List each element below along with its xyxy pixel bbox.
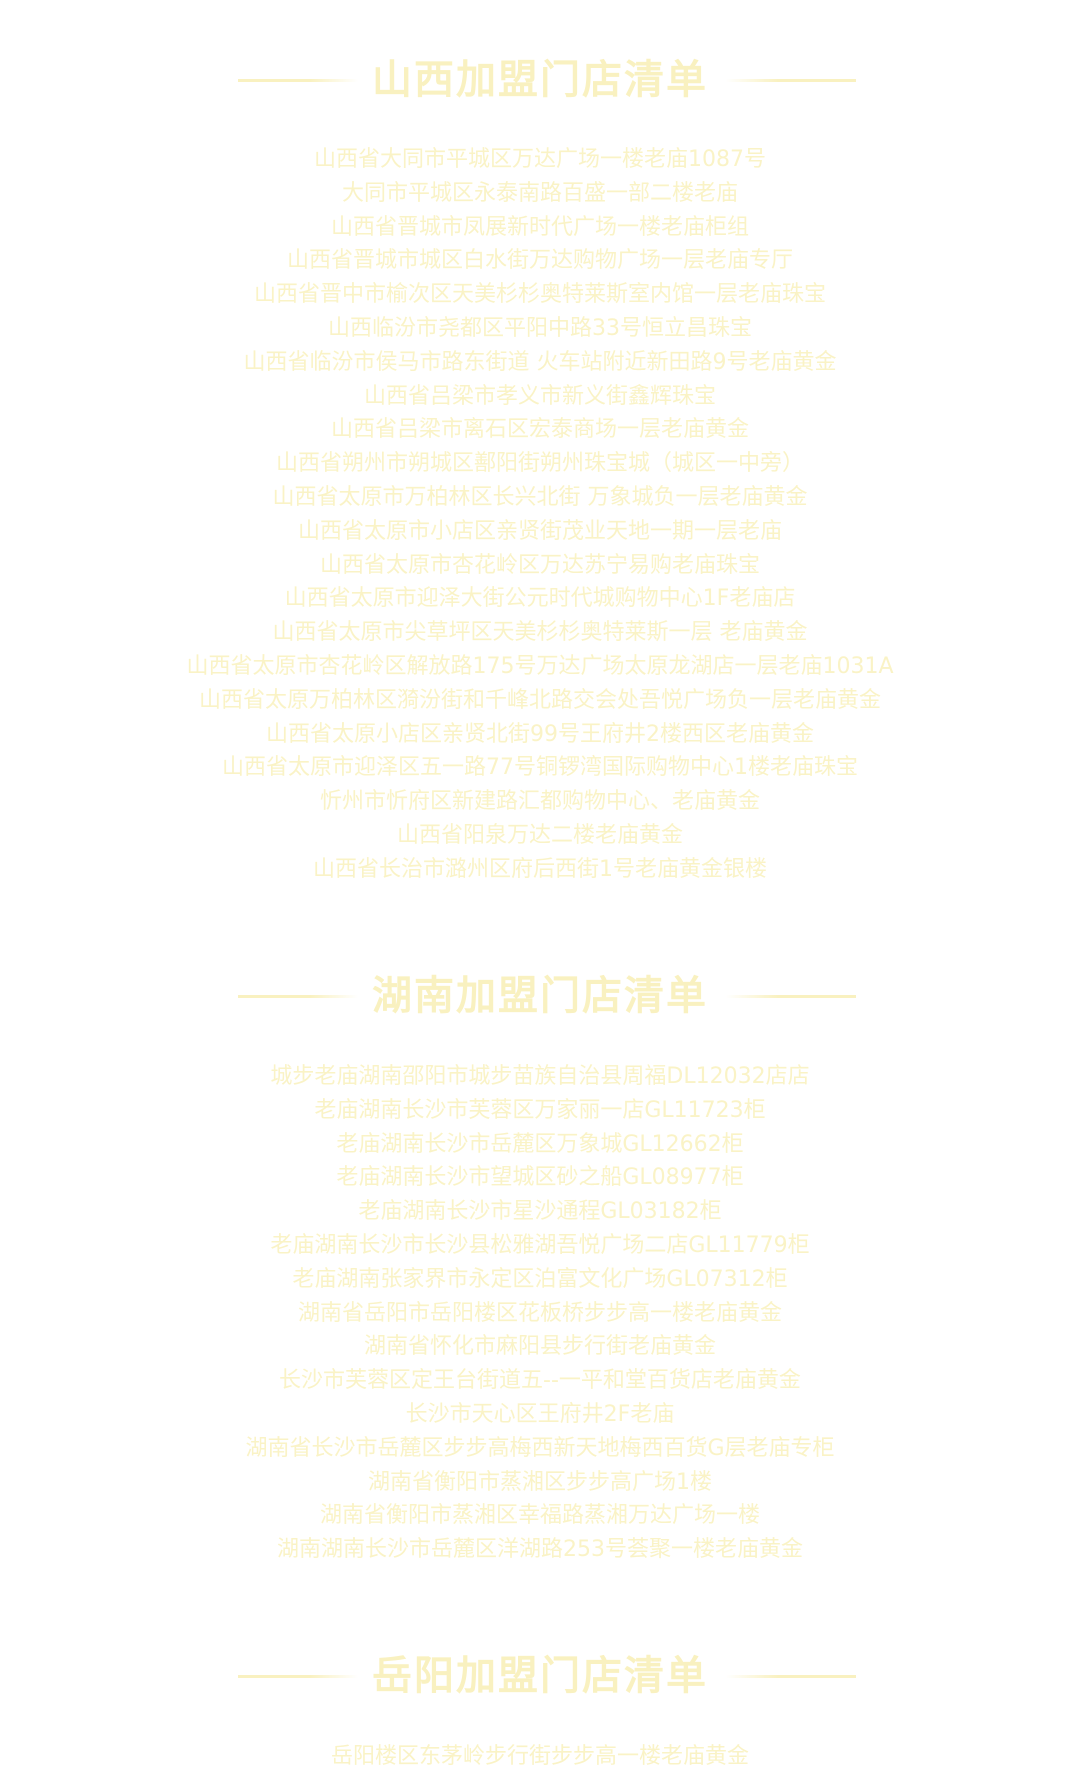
store-list: 岳阳楼区东茅岭步行街步步高一楼老庙黄金 <box>0 1740 1080 1774</box>
title-divider-left <box>238 1675 358 1678</box>
store-address: 山西省太原市迎泽大街公元时代城购物中心1F老庙店 <box>284 586 796 612</box>
store-address: 山西省晋中市榆次区天美杉杉奥特莱斯室内馆一层老庙珠宝 <box>253 282 826 308</box>
store-address: 岳阳楼区东茅岭步行街步步高一楼老庙黄金 <box>330 1744 749 1769</box>
store-address: 湖南湖南长沙市岳麓区洋湖路253号荟聚一楼老庙黄金 <box>277 1537 803 1563</box>
section-shanxi: 山西加盟门店清单 山西省大同市平城区万达广场一楼老庙1087号大同市平城区永泰南… <box>0 55 1080 882</box>
store-address: 山西省吕梁市离石区宏泰商场一层老庙黄金 <box>330 417 749 443</box>
store-address: 山西省太原市小店区亲贤街茂业天地一期一层老庙 <box>297 518 782 544</box>
store-address: 山西省晋城市城区白水街万达购物广场一层老庙专厅 <box>286 248 793 274</box>
title-divider-left <box>238 79 358 82</box>
title-divider-right <box>726 79 856 82</box>
store-address: 长沙市芙蓉区定王台街道五--一平和堂百货店老庙黄金 <box>279 1368 801 1394</box>
section-yueyang: 岳阳加盟门店清单 岳阳楼区东茅岭步行街步步高一楼老庙黄金 <box>0 1651 1080 1769</box>
store-address: 湖南省衡阳市蒸湘区幸福路蒸湘万达广场一楼 <box>319 1503 760 1529</box>
store-address: 山西省阳泉万达二楼老庙黄金 <box>396 822 683 848</box>
store-address: 山西省太原市迎泽区五一路77号铜锣湾国际购物中心1楼老庙珠宝 <box>222 755 858 781</box>
store-address: 湖南省岳阳市岳阳楼区花板桥步步高一楼老庙黄金 <box>297 1300 782 1326</box>
section-header: 湖南加盟门店清单 <box>0 971 1080 1021</box>
section-hunan: 湖南加盟门店清单 城步老庙湖南邵阳市城步苗族自治县周福DL12032店店老庙湖南… <box>0 971 1080 1562</box>
store-address: 老庙湖南张家界市永定区泊富文化广场GL07312柜 <box>292 1266 788 1292</box>
store-address: 老庙湖南长沙市芙蓉区万家丽一店GL11723柜 <box>314 1097 766 1123</box>
section-header: 岳阳加盟门店清单 <box>0 1651 1080 1701</box>
section-title: 湖南加盟门店清单 <box>372 973 708 1019</box>
section-title: 岳阳加盟门店清单 <box>372 1653 708 1699</box>
store-address: 山西省太原市万柏林区长兴北街 万象城负一层老庙黄金 <box>272 484 808 510</box>
store-list: 城步老庙湖南邵阳市城步苗族自治县周福DL12032店店老庙湖南长沙市芙蓉区万家丽… <box>0 1060 1080 1567</box>
store-address: 山西省朔州市朔城区鄯阳街朔州珠宝城（城区一中旁） <box>275 451 804 477</box>
store-address: 湖南省怀化市麻阳县步行街老庙黄金 <box>363 1334 716 1360</box>
store-address: 老庙湖南长沙市望城区砂之船GL08977柜 <box>336 1165 744 1191</box>
store-address: 山西省太原市尖草坪区天美杉杉奥特莱斯一层 老庙黄金 <box>272 620 808 646</box>
store-address: 长沙市天心区王府井2F老庙 <box>405 1401 675 1427</box>
store-address: 山西临汾市尧都区平阳中路33号恒立昌珠宝 <box>328 315 752 341</box>
store-address: 大同市平城区永泰南路百盛一部二楼老庙 <box>341 180 738 206</box>
store-address: 山西省太原小店区亲贤北街99号王府井2楼西区老庙黄金 <box>266 721 814 747</box>
store-address: 山西省大同市平城区万达广场一楼老庙1087号 <box>314 147 766 172</box>
store-address: 山西省临汾市侯马市路东街道 火车站附近新田路9号老庙黄金 <box>243 349 837 375</box>
section-title: 山西加盟门店清单 <box>372 57 708 103</box>
store-list: 山西省大同市平城区万达广场一楼老庙1087号大同市平城区永泰南路百盛一部二楼老庙… <box>0 143 1080 887</box>
store-address: 老庙湖南长沙市长沙县松雅湖吾悦广场二店GL11779柜 <box>270 1232 810 1258</box>
store-address: 山西省太原市杏花岭区万达苏宁易购老庙珠宝 <box>319 552 760 578</box>
store-address: 湖南省长沙市岳麓区步步高梅西新天地梅西百货G层老庙专柜 <box>245 1435 835 1461</box>
store-address: 山西省晋城市凤展新时代广场一楼老庙柜组 <box>330 214 749 240</box>
store-address: 老庙湖南长沙市星沙通程GL03182柜 <box>358 1199 722 1225</box>
store-address: 山西省太原市杏花岭区解放路175号万达广场太原龙湖店一层老庙1031A <box>186 653 894 679</box>
title-divider-right <box>726 1675 856 1678</box>
title-divider-left <box>238 995 358 998</box>
store-address: 忻州市忻府区新建路汇都购物中心、老庙黄金 <box>319 789 760 815</box>
store-address: 山西省长治市潞州区府后西街1号老庙黄金银楼 <box>313 856 767 882</box>
title-divider-right <box>726 995 856 998</box>
store-address: 山西省太原万柏林区漪汾街和千峰北路交会处吾悦广场负一层老庙黄金 <box>198 687 881 713</box>
section-header: 山西加盟门店清单 <box>0 55 1080 105</box>
store-address: 湖南省衡阳市蒸湘区步步高广场1楼 <box>368 1469 712 1495</box>
store-address: 山西省吕梁市孝义市新义街鑫辉珠宝 <box>363 383 716 409</box>
store-address: 城步老庙湖南邵阳市城步苗族自治县周福DL12032店店 <box>270 1064 810 1089</box>
store-address: 老庙湖南长沙市岳麓区万象城GL12662柜 <box>336 1131 744 1157</box>
